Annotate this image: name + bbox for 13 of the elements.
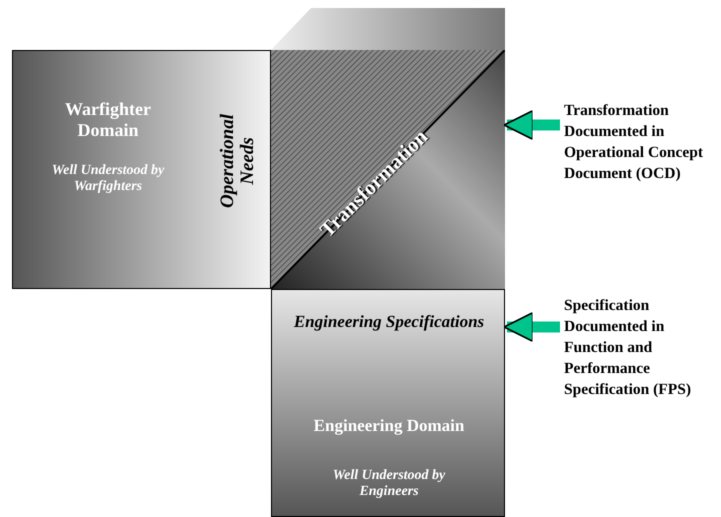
heading: Warfighter Domain [64, 99, 152, 141]
rotated-label: Operational Needs [218, 113, 258, 210]
note-text: Specification Documented in Function and Performance Specification (FPS) [564, 296, 692, 400]
note-text: Transformation Documented in Operational Concept Document (OCD) [564, 101, 704, 184]
cube-top-face [271, 8, 505, 50]
subtitle: Engineering Domain [312, 416, 466, 436]
block-arrow [503, 312, 560, 342]
block-arrow [503, 110, 560, 140]
subtitle: Well Understood by Warfighters [50, 163, 166, 195]
subtitle: Well Understood by Engineers [332, 468, 446, 500]
domain-box [12, 50, 271, 289]
heading: Engineering Specifications [292, 312, 486, 332]
domain-box [271, 289, 505, 517]
